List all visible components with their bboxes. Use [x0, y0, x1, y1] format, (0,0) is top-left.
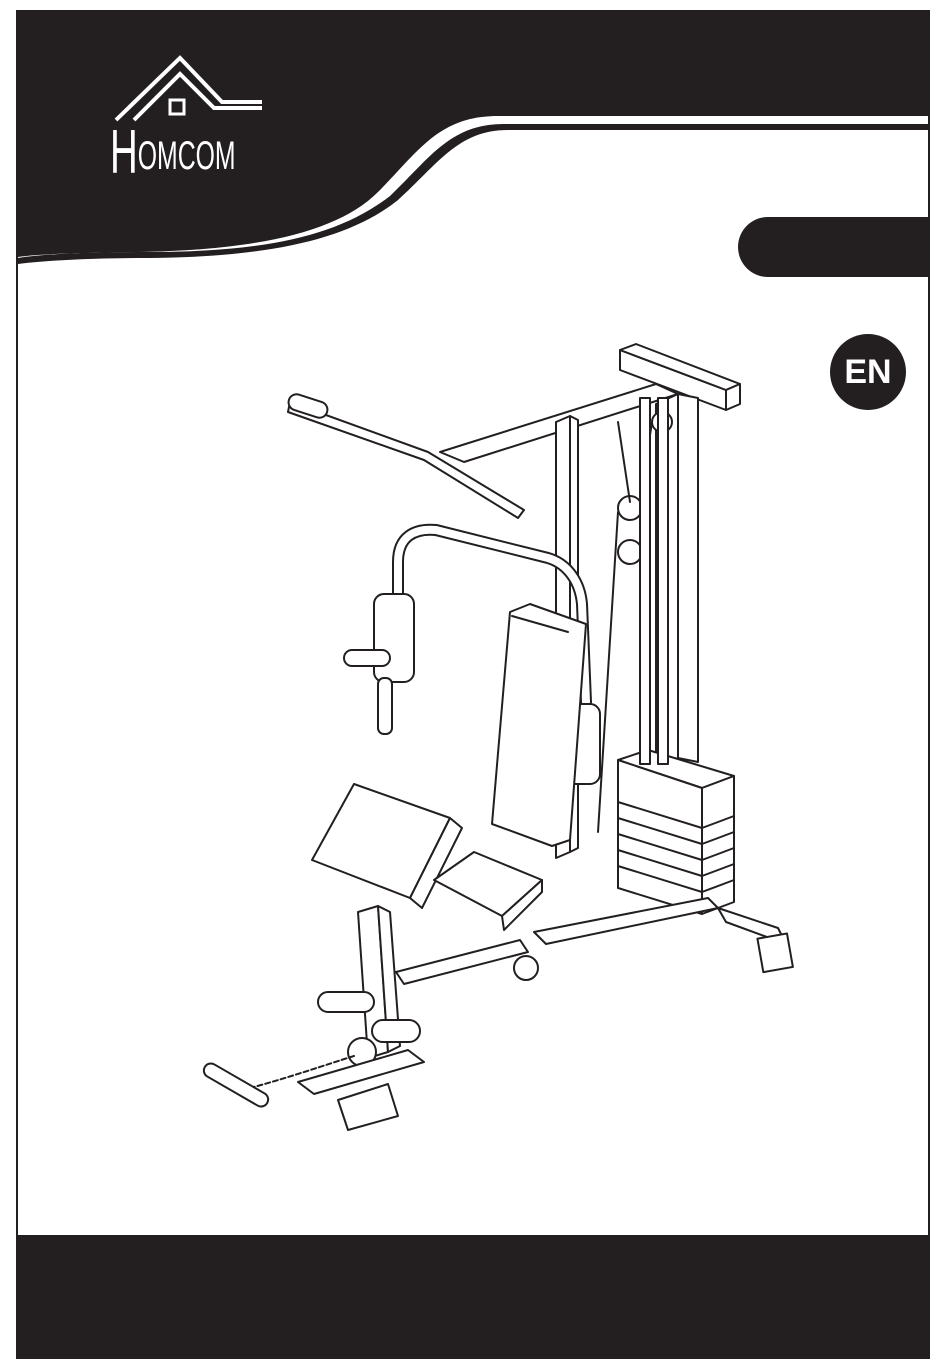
brand-initial: H — [110, 118, 138, 187]
cover-footer — [18, 1235, 928, 1357]
manual-cover: HOMCOM EN — [16, 10, 930, 1359]
brand-logo: HOMCOM — [110, 50, 270, 180]
home-gym-illustration — [178, 332, 808, 1162]
brand-rest: OMCOM — [138, 134, 236, 178]
home-gym-machine-icon — [178, 332, 808, 1162]
language-badge: EN — [830, 334, 906, 410]
model-tab — [738, 217, 930, 277]
brand-wordmark: HOMCOM — [110, 122, 236, 184]
